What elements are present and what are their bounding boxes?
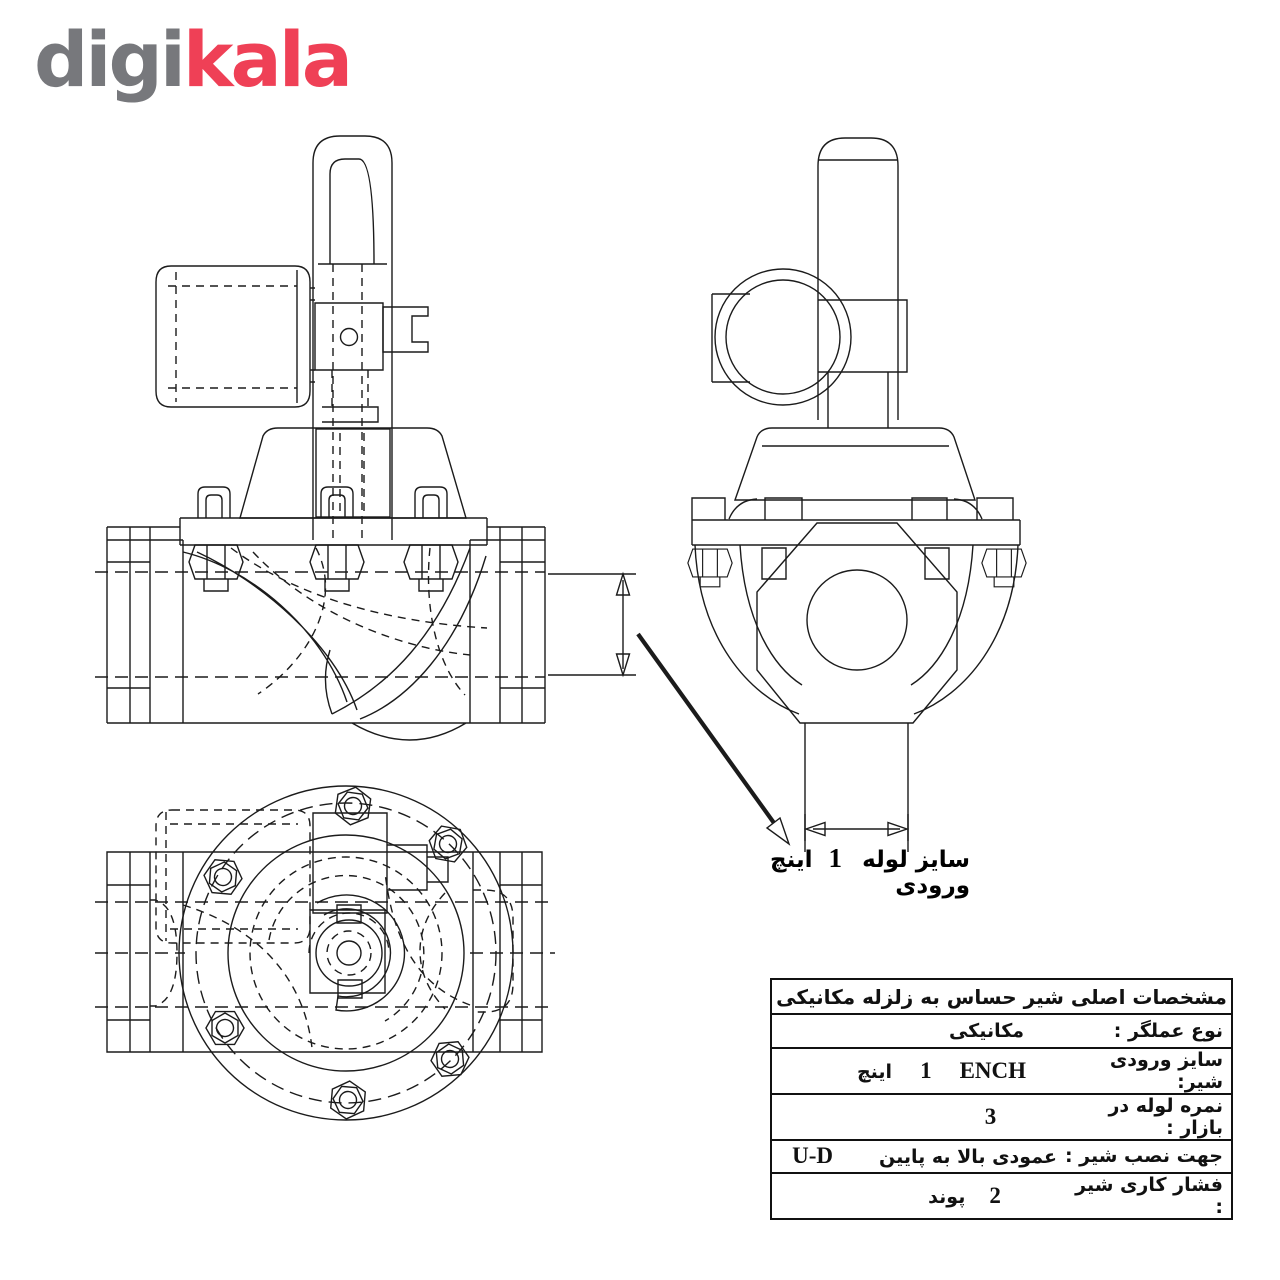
bonnet-outline [239,427,467,519]
flange-hex-bolt [200,1002,250,1054]
bore-centerlines-top [95,901,555,1008]
bonnet-front [734,427,976,501]
row-values: ENCH 1 اینچ [772,1058,1061,1084]
table-row-actuator-type: نوع عملگر : مکانیکی [772,1015,1231,1049]
row-label: جهت نصب شیر : [1064,1145,1223,1168]
valve-body [106,526,546,741]
spec-table-title: مشخصات اصلی شیر حساس به زلزله مکانیکی [772,980,1231,1015]
row-label: سایز ورودی شیر: [1109,1048,1223,1093]
flange-front [691,497,1021,546]
row-values: 3 [772,1104,1061,1130]
table-row-install-direction: جهت نصب شیر : عمودی بالا به پایین U-D [772,1141,1231,1174]
coil-hidden-lines [168,272,297,402]
spec-table: مشخصات اصلی شیر حساس به زلزله مکانیکی نو… [770,978,1233,1220]
value: 1 [920,1057,932,1083]
flange-bolt [414,486,448,519]
hidden-circle [249,856,443,1050]
body-bowl-curves [694,544,1019,715]
logo-digi-text: digi [34,15,186,104]
bracket-hole [339,327,359,347]
extension-bars [804,814,909,852]
value: پوند [928,1186,966,1208]
stem-circle-hidden [326,930,372,976]
bore-centerlines [95,571,545,678]
flange-hex-bolt [329,1078,367,1122]
leader-arrow-shaft [636,632,776,825]
body-top-view [106,851,543,1053]
connector-block [322,306,429,423]
flange-nut [687,548,733,588]
value: U-D [792,1143,833,1169]
pipe-size-dimension [803,814,910,852]
pipe-size-dimension-label: سایز لوله ورودی 1 اینچ [770,843,970,899]
arrowhead-left [803,821,826,837]
value: عمودی بالا به پایین [878,1146,1057,1169]
bracket-plate [314,302,384,371]
value: 2 [989,1183,1001,1208]
hidden-arc [268,874,425,1022]
sweep-arcs [182,871,471,1049]
table-row-pipe-number: نمره لوله در بازار : 3 [772,1095,1231,1141]
bonnet-circle [227,834,465,1072]
coil-mount-tab [711,293,750,383]
flange-hex-bolt [424,1033,476,1085]
inlet-pipe [804,723,909,841]
offset-dimension [548,571,791,846]
value: ENCH [959,1057,1027,1083]
arrowhead-right [887,821,910,837]
solenoid-top-outline [155,809,311,944]
stem-center-hole [336,940,362,966]
hex-body [756,522,958,724]
row-values: 2 پوند [772,1183,1061,1209]
internal-passage-hidden [230,547,488,696]
internal-passage-walls [182,547,487,720]
value: 3 [984,1103,997,1129]
inlet-port-circle [806,569,908,671]
top-view-solenoid-valve [95,784,555,1122]
table-row-working-pressure: فشار کاری شیر : 2 پوند [772,1174,1231,1218]
row-values: عمودی بالا به پایین U-D [772,1143,1061,1169]
arrowhead-up [615,571,631,596]
value: اینچ [856,1060,893,1083]
digikala-logo: digikala [34,22,353,98]
actuator-cylinder [312,135,393,540]
table-row-inlet-size: سایز ورودی شیر: ENCH 1 اینچ [772,1049,1231,1095]
row-label: نوع عملگر : [1113,1019,1223,1042]
center-bracket-squares [309,812,449,999]
stem-arc-hidden [308,912,390,954]
row-label: نمره لوله در بازار : [1108,1094,1223,1139]
flange-bolt [320,486,354,519]
flange-nut [981,548,1027,588]
diaphragm-g-shape [316,894,406,1012]
extension-lines [548,573,636,676]
row-values: مکانیکی [772,1020,1061,1042]
row-label: فشار کاری شیر : [1075,1174,1223,1218]
dimension-value: 1 [828,843,843,873]
solenoid-coil-box [155,265,315,408]
flange-nut-partial [761,547,950,580]
value: مکانیکی [948,1019,1025,1042]
stem-circle [315,919,383,987]
leader-arrowhead [765,816,791,846]
flange-hex-bolt [333,784,373,828]
logo-kala-text: kala [182,15,353,104]
actuator-cylinder-front [817,137,908,428]
side-view-solenoid-valve [95,135,546,741]
flange-circle [178,785,514,1121]
port-outline-right [419,889,514,1013]
bolt-circle [195,802,497,1104]
cylinder-hidden-lines [331,264,369,540]
coil-end-circle [714,268,852,406]
flange-nut [403,544,459,592]
coil-end-inner-circle [725,279,841,395]
front-view-solenoid-valve [687,137,1027,841]
flange-bolt [197,486,231,519]
arrowhead-down [615,653,631,678]
dimension-unit: اینچ [770,847,813,873]
port-outline-left [150,899,178,1007]
dimension-text: سایز لوله ورودی [862,847,970,899]
